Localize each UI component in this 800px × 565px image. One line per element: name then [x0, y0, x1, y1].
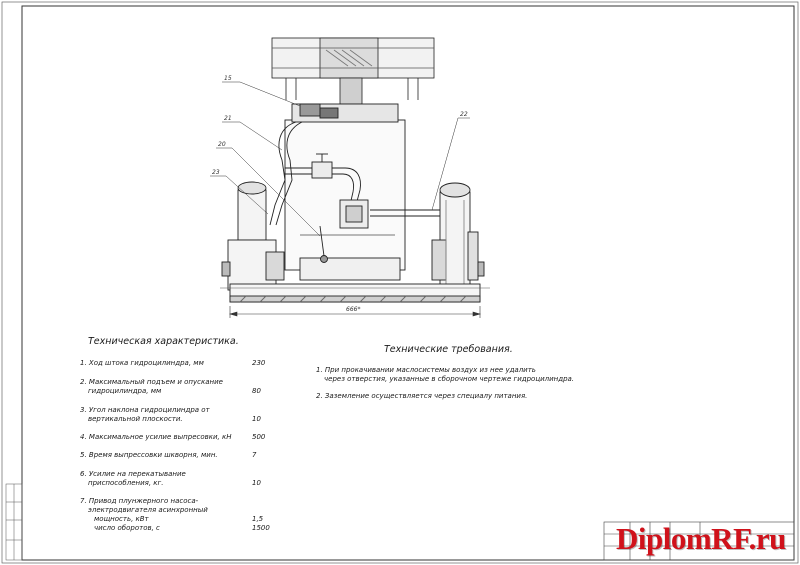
- right-wheel-support: [431, 182, 485, 293]
- spec-item-2: 2. Максимальный подъем и опускание гидро…: [80, 378, 223, 395]
- spec-item-5: 5. Время выпрессовки шкворня, мин.: [80, 451, 218, 459]
- spec-item-1: 1. Ход штока гидроцилиндра, мм: [80, 359, 204, 367]
- tech-requirements-title: Технические требования.: [384, 344, 513, 355]
- dimension-label: 666*: [346, 306, 361, 313]
- valve: [311, 153, 369, 229]
- spec-item-6: 6. Усилие на перекатывание приспособлени…: [80, 470, 186, 487]
- spec-item-4: 4. Максимальное усилие выпресовки, кН: [80, 433, 232, 441]
- spec-value-4: 500: [252, 433, 266, 441]
- spec-item-3: 3. Угол наклона гидроцилиндра от вертика…: [80, 406, 210, 423]
- press-beam: [271, 37, 435, 105]
- left-margin-stamp: [5, 483, 23, 561]
- callout-23: 23: [212, 169, 220, 176]
- base-frame: [220, 283, 490, 303]
- title-block: [603, 521, 795, 561]
- spec-value-5: 7: [252, 451, 257, 459]
- callout-21: 21: [224, 115, 232, 122]
- tech-characteristics-title: Техническая характеристика.: [88, 336, 239, 347]
- spec-value-2: 80: [252, 387, 261, 395]
- control-handle: [319, 225, 328, 263]
- callout-20: 20: [218, 141, 226, 148]
- inner-frame: [21, 5, 795, 561]
- spec-value-7a: 1,5: [252, 515, 264, 523]
- spec-value-6: 10: [252, 479, 261, 487]
- callout-15: 15: [224, 75, 232, 82]
- left-wheel-support: [221, 181, 285, 291]
- spec-value-7b: 1500: [252, 524, 270, 532]
- callout-22: 22: [460, 111, 468, 118]
- spec-item-7: 7. Привод плунжерного насоса- электродви…: [80, 497, 208, 532]
- spec-value-3: 10: [252, 415, 261, 423]
- watermark-logo: DiplomRF.ru: [616, 521, 786, 556]
- callout-leaders: [210, 81, 470, 237]
- spec-value-1: 230: [252, 359, 266, 367]
- requirement-2: 2. Заземление осуществляется через специ…: [316, 392, 528, 400]
- requirement-1: 1. При прокачивании маслосистемы воздух …: [316, 366, 575, 383]
- oil-pipes: [269, 121, 440, 226]
- hydraulic-tank: [284, 103, 406, 281]
- dimension-line: [228, 306, 482, 318]
